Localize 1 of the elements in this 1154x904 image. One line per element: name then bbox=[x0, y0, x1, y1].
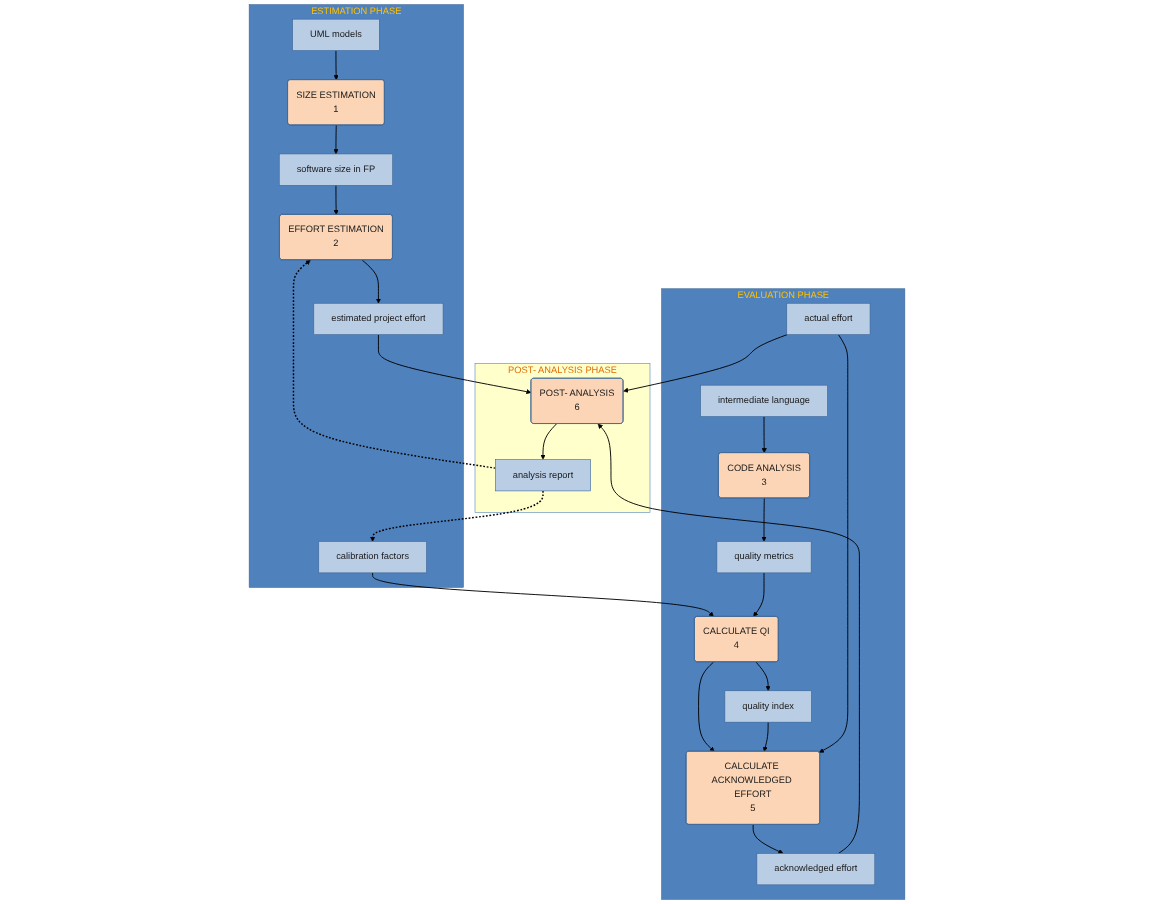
arrow bbox=[370, 490, 544, 542]
